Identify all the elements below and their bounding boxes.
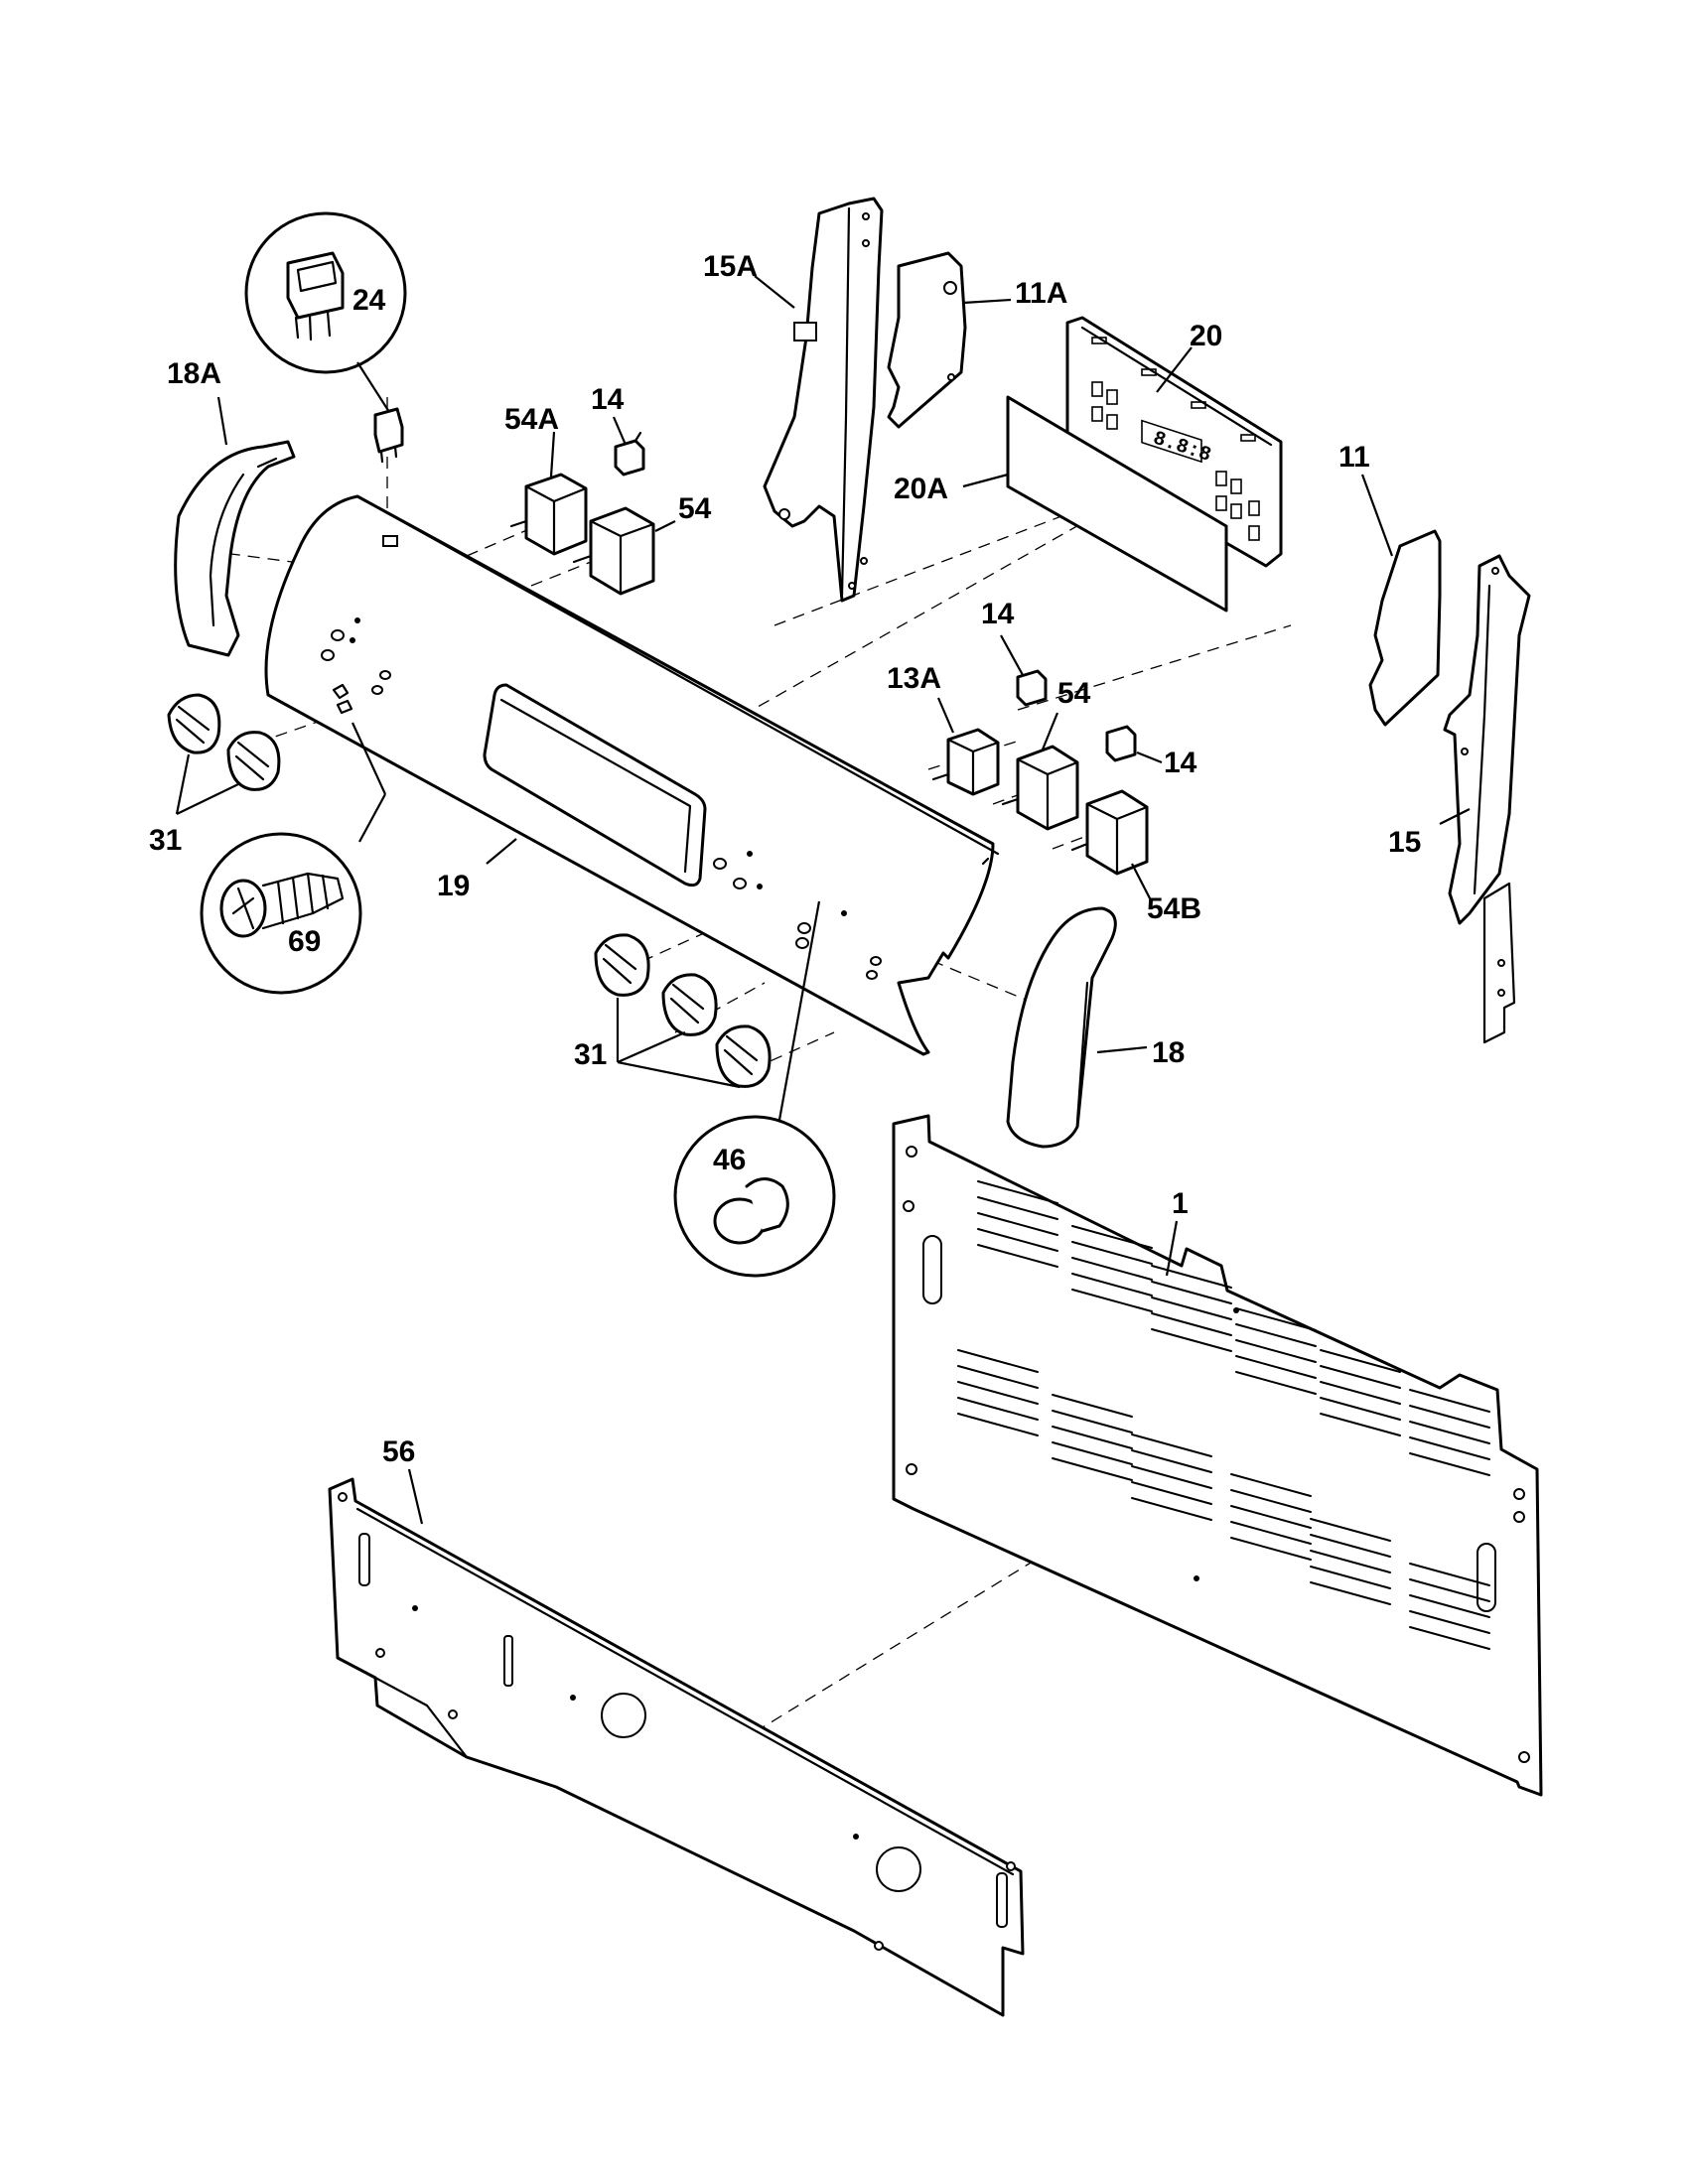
rocker-switch-detail (244, 211, 407, 464)
callout-1: 1 (1172, 1187, 1189, 1220)
right-side-trim (1443, 554, 1531, 1044)
rear-vent-panel (892, 1114, 1543, 1797)
callout-54-top: 54 (678, 492, 712, 525)
callout-leaders (216, 275, 1471, 1525)
upper-right-bracket (1368, 529, 1442, 727)
callout-14-mid: 14 (981, 598, 1015, 630)
callout-11a: 11A (1015, 277, 1067, 310)
callout-14-right: 14 (1164, 747, 1197, 779)
callout-19: 19 (437, 870, 470, 902)
callout-11: 11 (1338, 441, 1370, 474)
callout-labels: 18A 24 54A 14 54 15A 11A 20 20A 11 15 14… (149, 250, 1421, 1468)
callout-24: 24 (352, 284, 386, 317)
control-panel-backguard (264, 494, 1000, 1056)
callout-56: 56 (382, 1435, 415, 1468)
callout-13a: 13A (887, 662, 941, 695)
bottom-knobs (594, 933, 772, 1089)
callout-15a: 15A (703, 250, 758, 283)
callout-46: 46 (713, 1144, 746, 1176)
upper-left-bracket (887, 251, 967, 429)
panel-screws (332, 683, 353, 715)
plug-button-detail (673, 900, 836, 1278)
callout-31-left: 31 (149, 824, 182, 857)
left-end-cap (174, 440, 296, 657)
control-overlay (1006, 395, 1228, 613)
callout-14-top: 14 (591, 383, 625, 416)
callout-31-bottom: 31 (574, 1038, 607, 1071)
callout-18: 18 (1152, 1036, 1185, 1069)
callout-15: 15 (1388, 826, 1421, 859)
callout-20a: 20A (894, 473, 948, 505)
callout-54-mid: 54 (1057, 677, 1091, 710)
callout-20: 20 (1190, 320, 1222, 352)
lower-switches (931, 669, 1149, 876)
callout-54b: 54B (1147, 892, 1201, 925)
lower-back-panel (328, 1477, 1025, 2017)
callout-69: 69 (288, 925, 321, 958)
callout-54a: 54A (504, 403, 559, 436)
electronic-control-board: 8.8:8 (1065, 316, 1283, 568)
left-knobs (167, 693, 281, 815)
upper-switches (509, 431, 655, 596)
callout-18a: 18A (167, 357, 221, 390)
right-end-cap (1006, 906, 1117, 1149)
left-side-trim (763, 197, 884, 603)
screw-detail (200, 722, 386, 995)
